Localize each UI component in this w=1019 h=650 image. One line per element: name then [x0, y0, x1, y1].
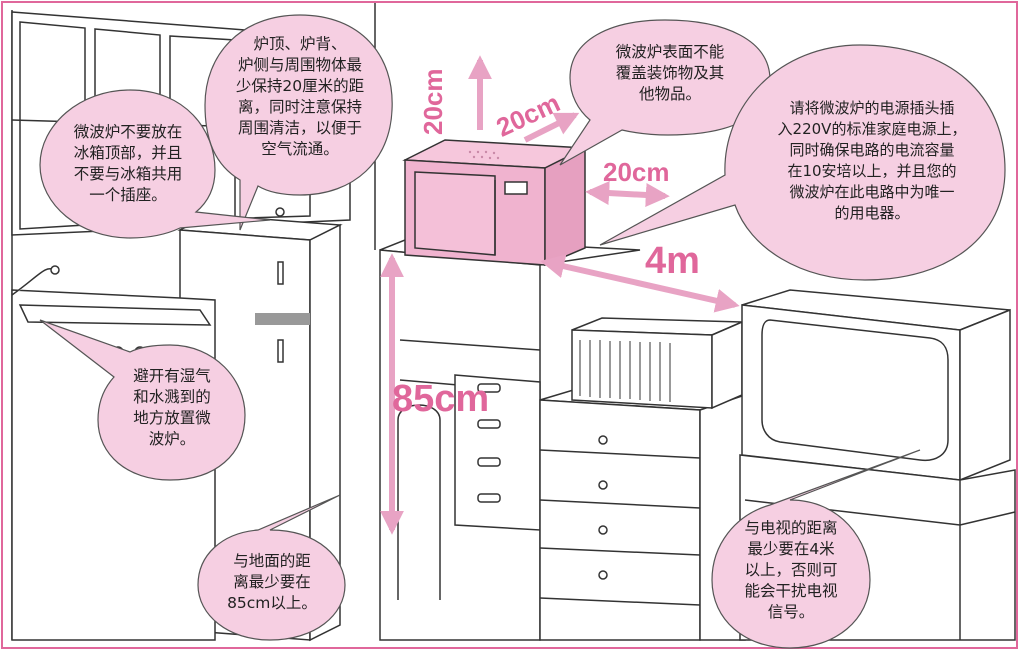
- television: [741, 289, 1011, 482]
- bubble-floor: [197, 494, 346, 641]
- dimension-top-label: 20cm: [418, 68, 448, 136]
- small-appliance: [571, 317, 743, 410]
- dimension-tv-distance-label: 4m: [645, 240, 700, 282]
- dimension-height-label: 85cm: [392, 378, 490, 420]
- bubble-cover: [559, 19, 771, 166]
- microwave-cabinet: [379, 237, 641, 641]
- callout-bubbles: [39, 14, 1006, 649]
- microwave: [402, 139, 588, 267]
- bubble-tv: [711, 449, 921, 649]
- dimension-side-label: 20cm: [603, 157, 670, 187]
- dresser: [539, 387, 746, 641]
- dimension-arrows: [380, 55, 740, 535]
- bubble-clearance: [204, 14, 393, 231]
- bubble-fridge: [39, 89, 271, 239]
- bubble-moisture: [39, 319, 246, 481]
- bubble-power: [599, 44, 1006, 281]
